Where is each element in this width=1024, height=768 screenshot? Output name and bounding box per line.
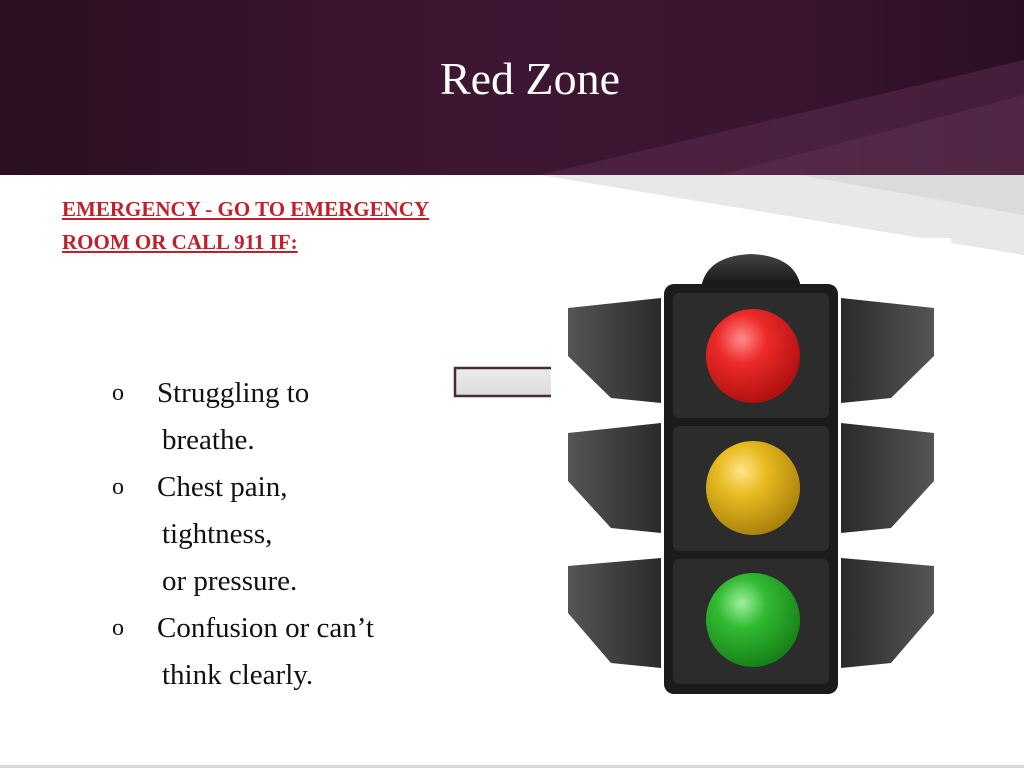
heading-line-2: ROOM OR CALL 911 IF: [62, 230, 298, 254]
title-banner: Red Zone [0, 0, 1024, 175]
slide-title: Red Zone [439, 53, 621, 104]
green-light-icon [706, 573, 800, 667]
list-item: o Confusion or can’t think clearly. [112, 605, 472, 699]
red-light-icon [706, 309, 800, 403]
bullet-text: Confusion or can’t [157, 612, 374, 644]
bullet-text: Struggling to [157, 377, 310, 409]
gray-band-decoration [540, 175, 1024, 255]
bullet-text: think clearly. [162, 659, 314, 691]
traffic-light-icon [551, 238, 951, 702]
bottom-divider [0, 765, 1024, 768]
bullet-text: breathe. [162, 424, 255, 456]
heading-line-1: EMERGENCY - GO TO EMERGENCY [62, 197, 430, 221]
banner-shine-decoration [540, 60, 1024, 175]
emergency-heading: EMERGENCY - GO TO EMERGENCY ROOM OR CALL… [62, 193, 562, 259]
bullet-marker: o [112, 474, 124, 500]
bullet-marker: o [112, 615, 124, 641]
symptom-list: o Struggling to breathe. o Chest pain, t… [112, 370, 472, 699]
bullet-marker: o [112, 380, 124, 406]
bullet-text: or pressure. [162, 565, 298, 597]
list-item: o Chest pain, tightness, or pressure. [112, 464, 472, 605]
bullet-text: tightness, [162, 518, 273, 550]
list-item: o Struggling to breathe. [112, 370, 472, 464]
bullet-text: Chest pain, [157, 471, 288, 503]
yellow-light-icon [706, 441, 800, 535]
